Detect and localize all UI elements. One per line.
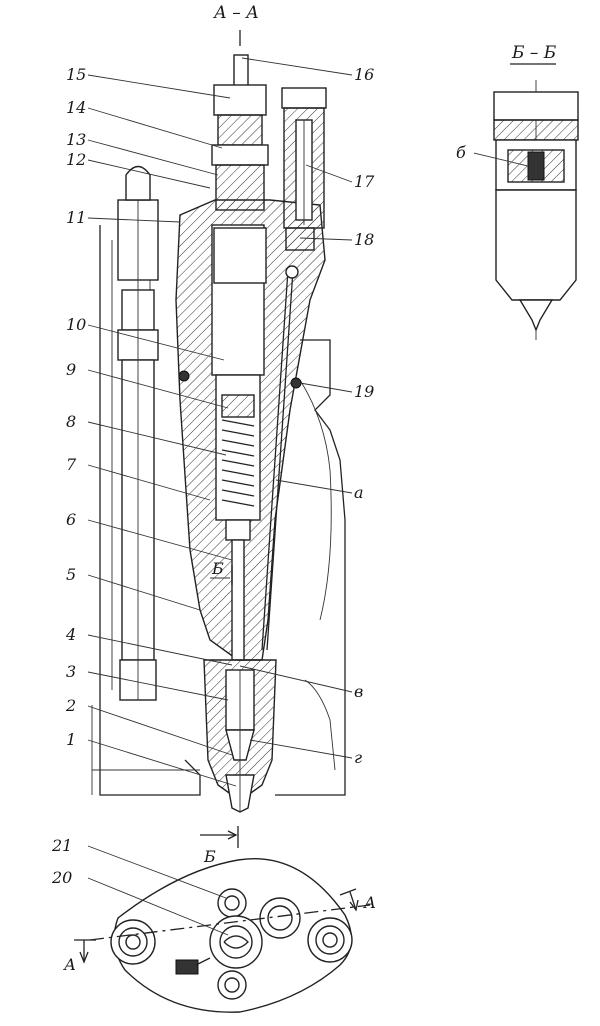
callout-2: 2 <box>65 696 76 715</box>
callout-19: 19 <box>354 382 374 401</box>
callout-9: 9 <box>66 360 76 379</box>
section-title-detail: Б – Б <box>511 43 557 63</box>
callout-6: 6 <box>66 510 76 529</box>
section-mark-b-label: Б <box>203 847 216 866</box>
callout-4: 4 <box>65 625 76 644</box>
callout-17: 17 <box>354 172 375 191</box>
callout-v: в <box>354 682 363 701</box>
leader-lines <box>87 57 529 936</box>
callout-13: 13 <box>66 130 86 149</box>
drain-fitting <box>281 87 327 279</box>
stud-bolt <box>117 165 159 701</box>
spring <box>221 419 255 507</box>
callout-7: 7 <box>66 455 77 474</box>
injector-body <box>175 199 326 661</box>
section-title-main: А – А <box>213 3 259 23</box>
callout-14: 14 <box>66 98 86 117</box>
section-cut-label: Б <box>211 559 224 578</box>
callout-16: 16 <box>354 65 374 84</box>
callout-a: а <box>354 483 364 502</box>
callout-b-detail: б <box>456 143 466 162</box>
nozzle-assembly <box>203 659 277 813</box>
callout-10: 10 <box>66 315 86 334</box>
inlet-fitting <box>211 54 269 284</box>
callout-5: 5 <box>66 565 76 584</box>
callout-8: 8 <box>66 412 76 431</box>
callout-1: 1 <box>66 730 76 749</box>
callout-18: 18 <box>354 230 374 249</box>
callouts-left: 15 14 13 12 11 10 9 8 7 6 5 4 3 2 1 21 2… <box>51 65 86 887</box>
callout-15: 15 <box>66 65 86 84</box>
section-mark-b: Б Б <box>200 559 239 866</box>
callout-g: г <box>354 748 362 767</box>
callout-3: 3 <box>66 662 76 681</box>
callout-12: 12 <box>66 150 86 169</box>
plan-section-label-left: А <box>63 955 76 974</box>
plan-section-label-right: А <box>363 893 376 912</box>
callouts-right: 16 17 18 19 а в г б <box>354 65 466 767</box>
detail-view-b: Б – Б <box>493 43 579 340</box>
plan-view: А А <box>63 858 376 1013</box>
callout-20: 20 <box>51 868 72 887</box>
callout-11: 11 <box>66 208 86 227</box>
callout-21: 21 <box>51 836 72 855</box>
